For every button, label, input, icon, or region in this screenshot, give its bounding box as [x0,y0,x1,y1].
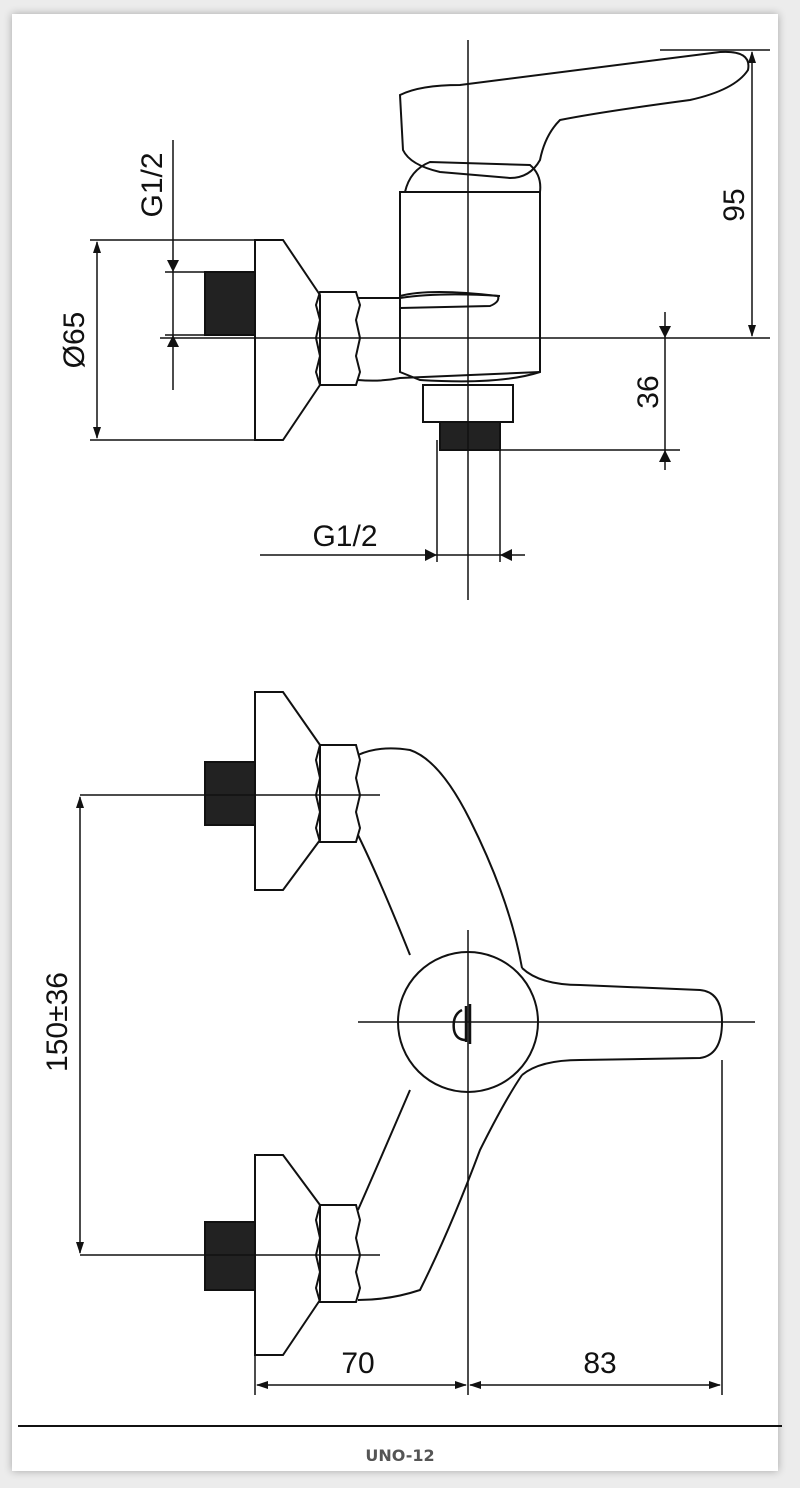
logo-icon [452,1004,472,1044]
top-flange [254,691,321,891]
body-collar [404,160,542,193]
wall-flange [254,239,321,441]
inlet-thread [204,271,256,336]
label-height-95: 95 [718,188,751,221]
mixer-body [399,191,541,383]
handle-curve [399,291,500,309]
label-flange-diameter: Ø65 [58,312,91,369]
bottom-hex-nut [314,1204,362,1303]
body-arms [357,747,523,1301]
outlet-thread [439,421,501,451]
label-depth-70: 70 [341,1347,374,1380]
label-outlet-thread: G1/2 [312,520,377,553]
model-name: UNO-12 [365,1446,435,1465]
label-reach-83: 83 [583,1347,616,1380]
side-view [90,40,770,600]
front-view [76,691,755,1395]
drawing-sheet [12,14,778,1471]
lever-handle [398,50,750,180]
label-spacing: 150±36 [41,972,74,1072]
hex-nut [314,291,362,386]
label-offset-36: 36 [632,375,665,408]
top-hex-nut [314,744,362,843]
bottom-inlet-thread [204,1221,256,1291]
top-inlet-thread [204,761,256,826]
label-inlet-thread: G1/2 [136,152,169,217]
